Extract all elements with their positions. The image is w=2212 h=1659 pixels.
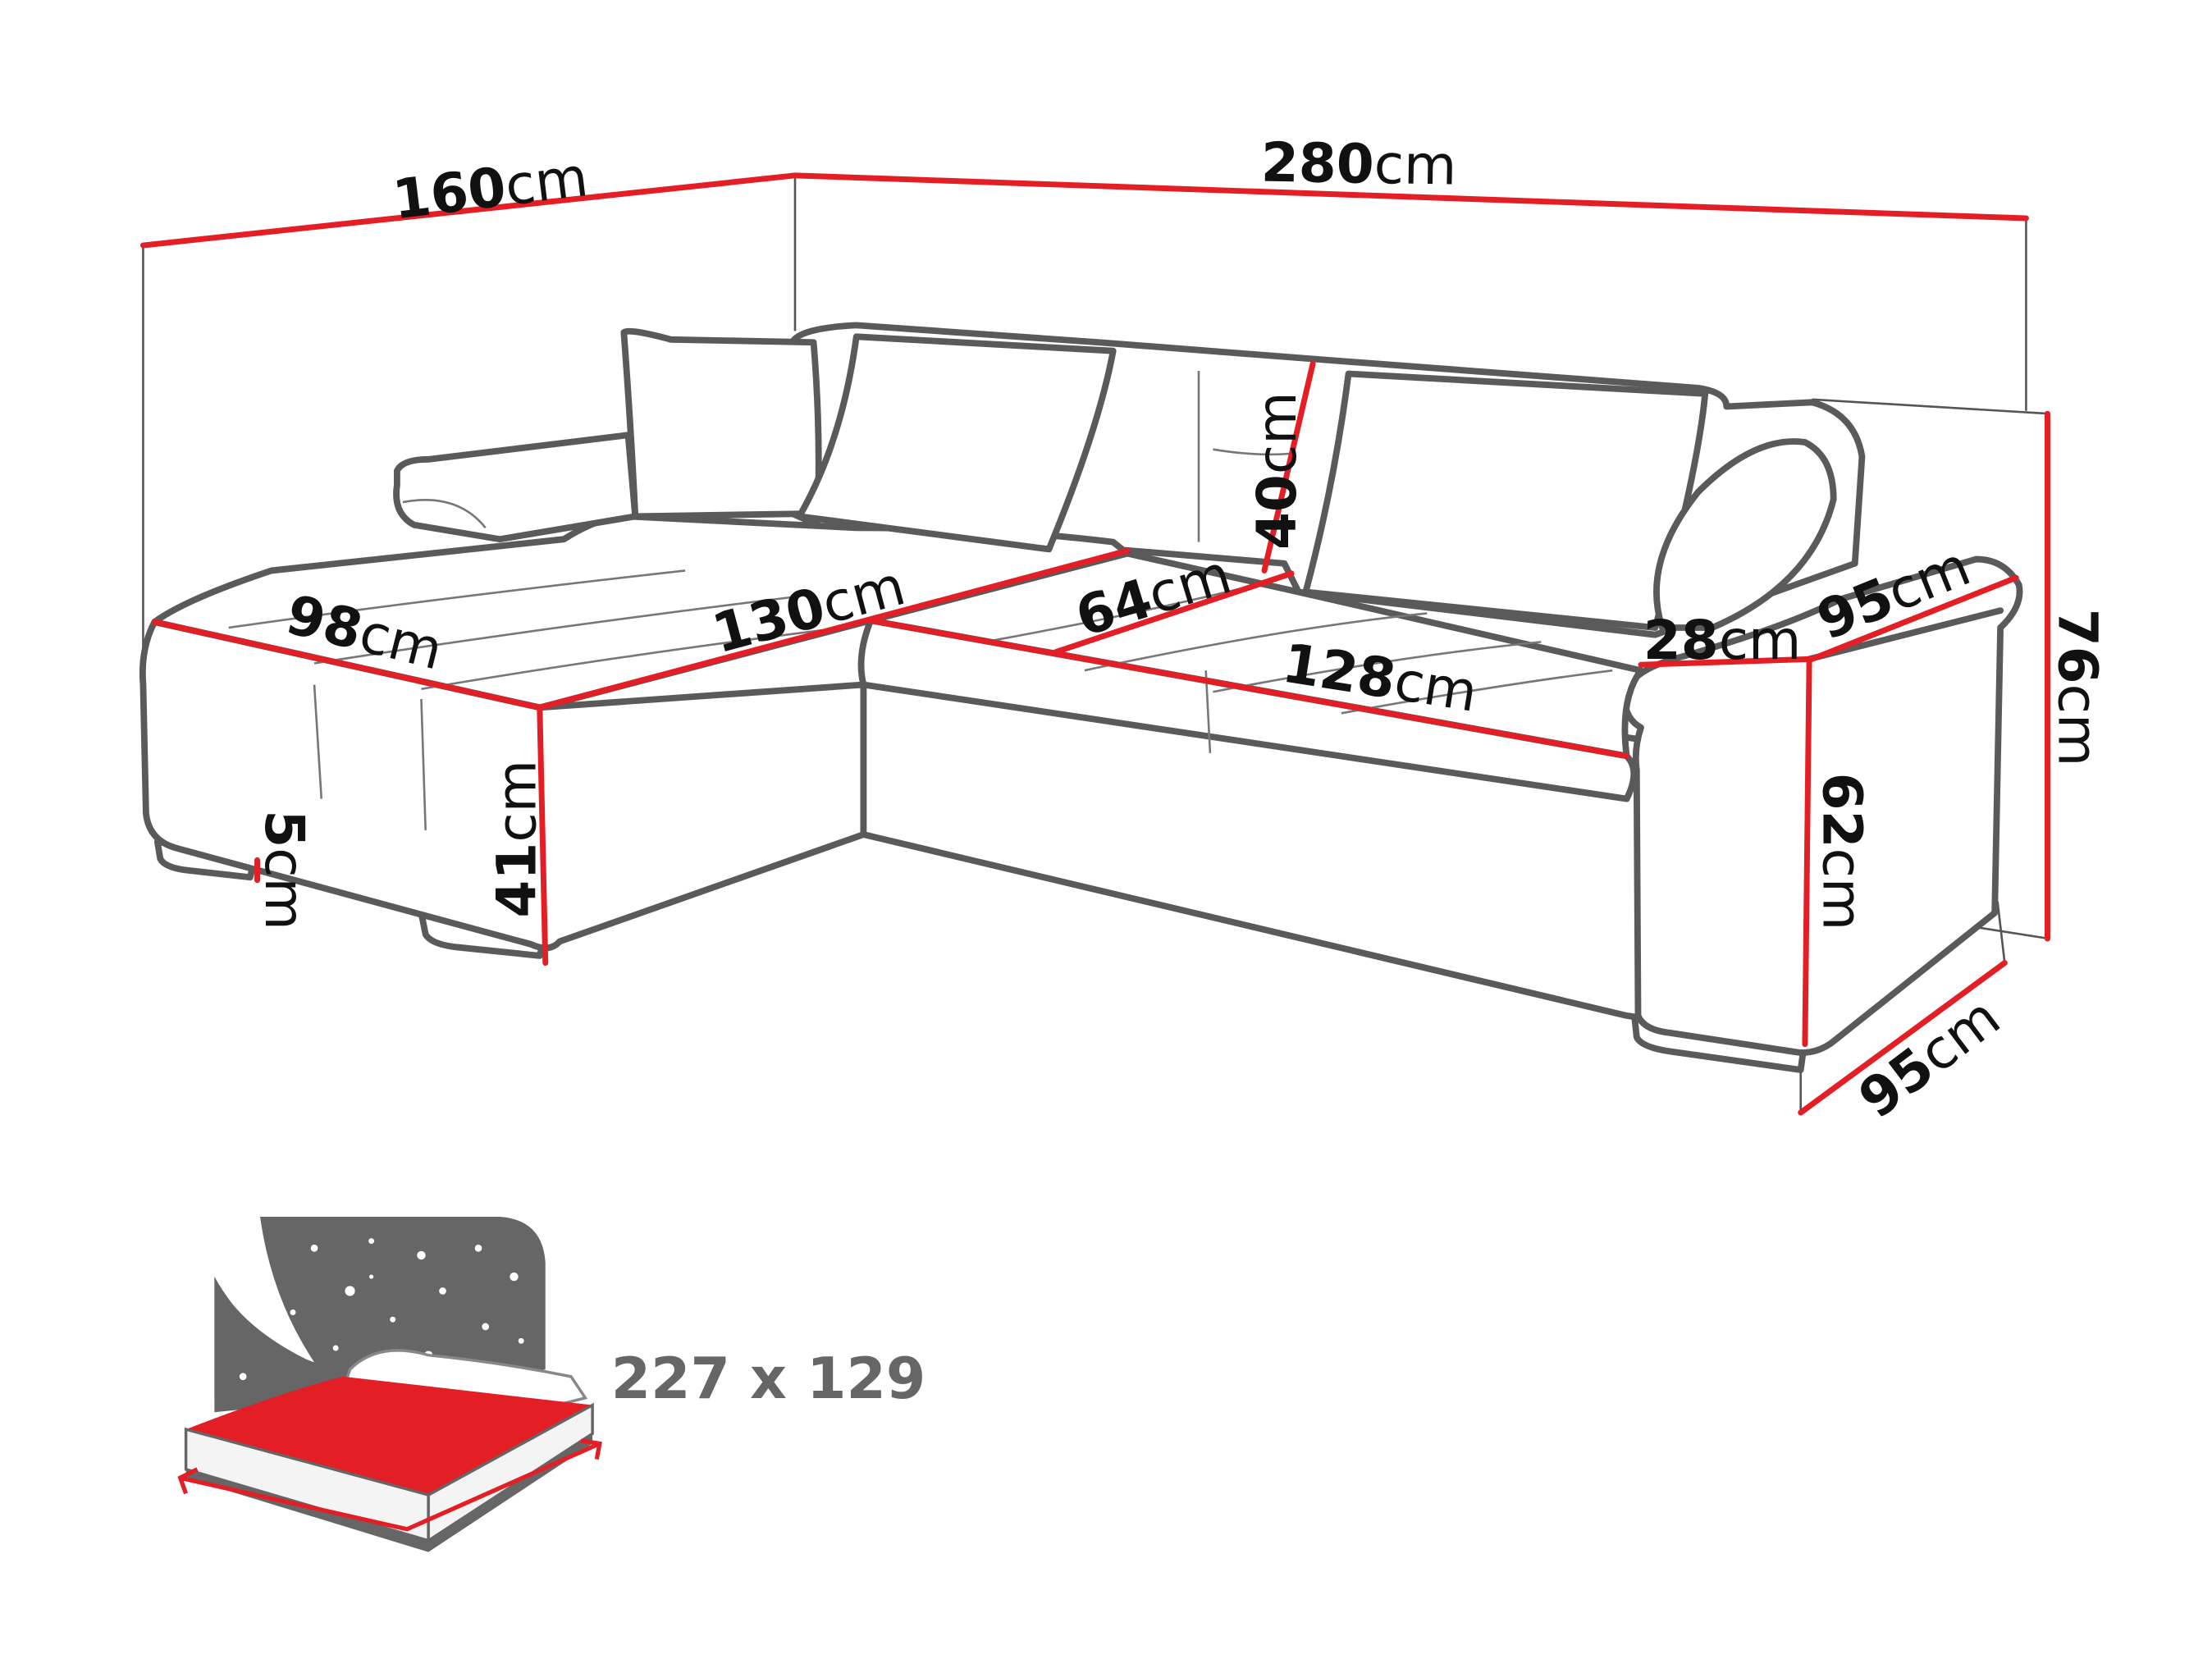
label-130cm: 130cm: [706, 554, 912, 665]
label-62cm: 62cm: [1811, 773, 1874, 931]
extension-lines: [142, 175, 2050, 1113]
label-76cm: 76cm: [2045, 609, 2109, 767]
corner-sofa-drawing: [139, 322, 2023, 1073]
label-5cm: 5cm: [253, 810, 316, 930]
dimension-lines: [139, 172, 2050, 1116]
label-28cm: 28cm: [1643, 609, 1802, 672]
label-40cm: 40cm: [1245, 391, 1309, 550]
label-280cm: 280cm: [1260, 130, 1457, 197]
label-41cm: 41cm: [486, 760, 549, 918]
bed-night-icon: [177, 1217, 602, 1552]
label-160cm: 160cm: [390, 145, 592, 231]
sleeping-area-size: 227 x 129: [611, 1346, 926, 1412]
